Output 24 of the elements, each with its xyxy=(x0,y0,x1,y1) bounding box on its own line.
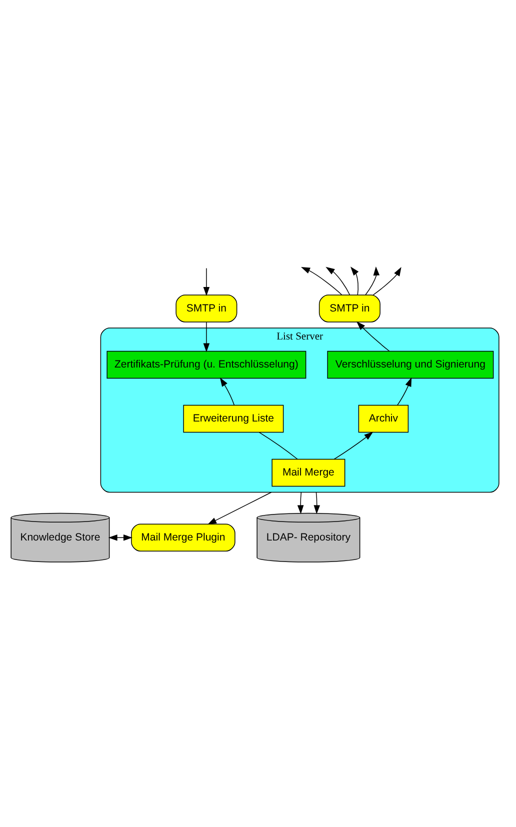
arrow xyxy=(203,322,210,352)
node-box: SMTP in xyxy=(176,294,238,322)
arrow xyxy=(297,492,304,514)
arrow xyxy=(203,268,210,296)
node-box: Zertifikats-Prüfung (u. Entschlüsselung) xyxy=(106,350,306,379)
node-box: Mail Merge Plugin xyxy=(131,524,236,552)
arrow xyxy=(326,266,350,296)
arrow xyxy=(314,492,320,514)
arrow xyxy=(397,377,412,406)
node-box: Archiv xyxy=(358,404,409,433)
arrow xyxy=(220,378,235,406)
node-box: Verschlüsselung und Signierung xyxy=(327,350,494,379)
arrow xyxy=(300,267,342,296)
arrow xyxy=(356,321,390,352)
arrow xyxy=(108,534,132,541)
arrow xyxy=(372,266,402,296)
arrow xyxy=(207,492,272,525)
arrow xyxy=(334,432,374,460)
node-box: SMTP in xyxy=(318,294,380,322)
node-box: Mail Merge xyxy=(272,458,346,487)
arrow xyxy=(350,266,359,296)
node-box: Erweiterung Liste xyxy=(183,404,284,433)
connector xyxy=(258,432,298,460)
arrow xyxy=(365,266,380,296)
